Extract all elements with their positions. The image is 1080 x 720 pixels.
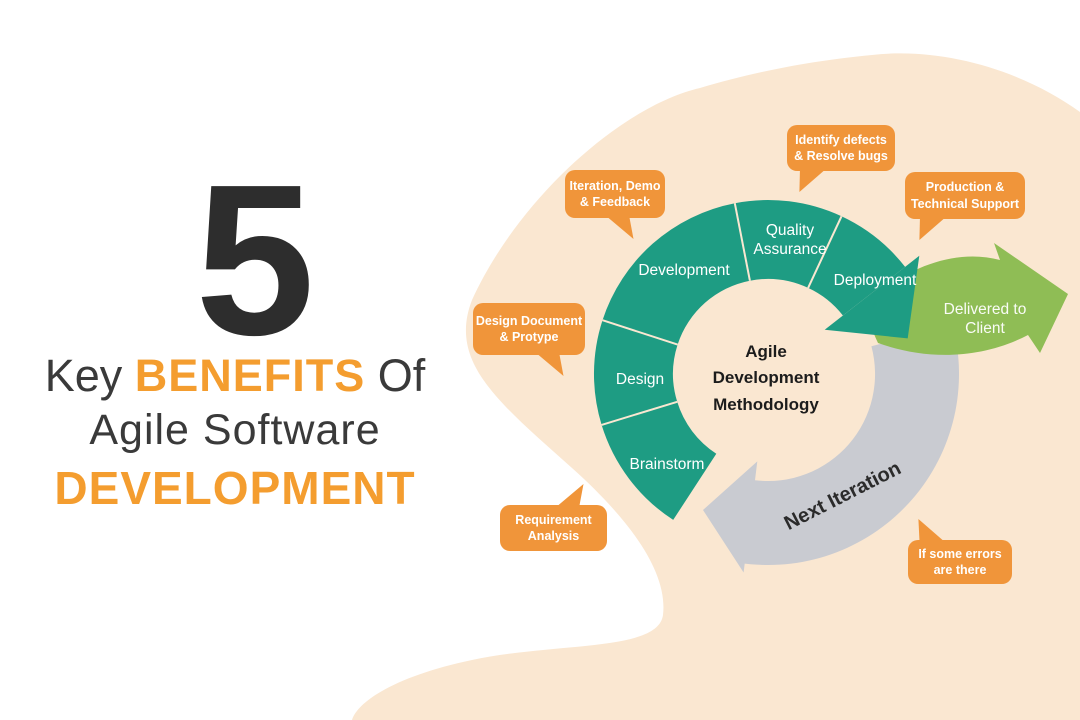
delivered-to-client-label: Delivered to Client — [943, 301, 1027, 338]
segment-separators — [601, 203, 843, 426]
segment-brainstorm — [601, 401, 717, 520]
headline-of: Of — [365, 350, 426, 401]
callout-text: Iteration, Demo & Feedback — [569, 178, 661, 209]
segment-label-quality-assurance: Quality Assurance — [753, 222, 827, 259]
callout-text: Production & Technical Support — [910, 180, 1020, 211]
segment-label-brainstorm: Brainstorm — [629, 456, 705, 473]
headline-key: Key — [44, 350, 135, 401]
background-blob — [352, 53, 1080, 720]
segment-deployment — [808, 216, 906, 316]
segment-design — [593, 320, 678, 425]
callout-text: If some errors are there — [918, 546, 1002, 577]
callout-text: Identify defects & Resolve bugs — [794, 132, 888, 163]
deployment-arrowhead — [824, 255, 920, 339]
callout-design-document: Design Document & Protype — [473, 303, 585, 376]
headline-line2: Agile Software — [89, 406, 381, 454]
headline-line3: DEVELOPMENT — [54, 462, 416, 514]
callout-requirement-analysis: Requirement Analysis — [500, 484, 607, 551]
segment-development — [602, 203, 750, 345]
callout-identify-defects: Identify defects & Resolve bugs — [787, 125, 895, 192]
segment-label-design: Design — [615, 371, 665, 388]
callout-text: Requirement Analysis — [515, 512, 592, 543]
segment-label-development: Development — [638, 262, 730, 279]
callout-iteration-demo-feedback: Iteration, Demo & Feedback — [565, 170, 665, 239]
headline-number: 5 — [195, 139, 315, 380]
headline-line1: Key BENEFITS Of — [5, 350, 465, 402]
next-iteration-arrow — [703, 324, 960, 573]
segment-quality-assurance — [734, 200, 842, 288]
headline-benefits: BENEFITS — [134, 350, 366, 401]
segment-label-deployment: Deployment — [833, 272, 917, 289]
diagram-center-title: Agile Development Methodology — [712, 342, 820, 414]
callout-if-some-errors: If some errors are there — [908, 519, 1012, 584]
callout-text: Design Document & Protype — [475, 313, 583, 344]
delivered-arrow — [867, 243, 1068, 355]
callout-production-support: Production & Technical Support — [905, 172, 1025, 240]
